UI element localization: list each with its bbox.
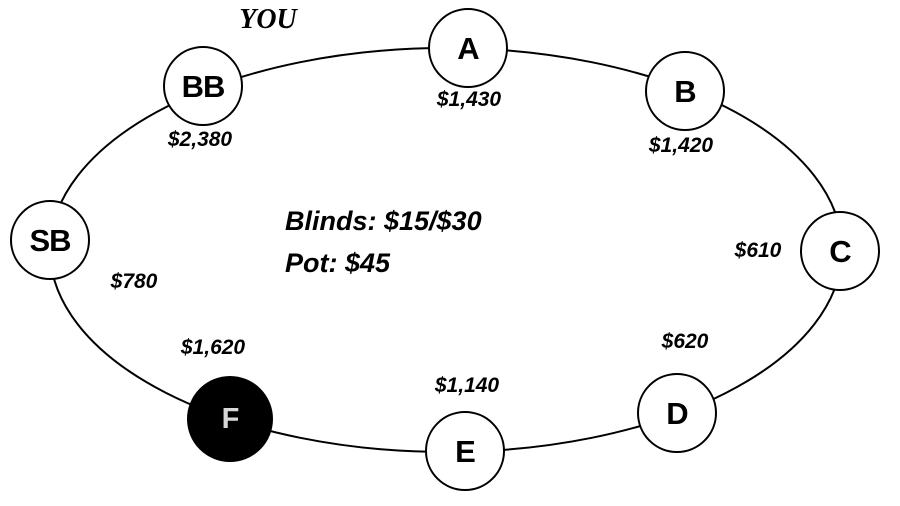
seat-e: E — [425, 411, 505, 491]
seat-c-label: C — [829, 233, 851, 269]
seat-b: B — [645, 51, 725, 131]
seat-a-stack: $1,430 — [436, 88, 502, 111]
you-label: YOU — [239, 4, 297, 35]
seat-sb-stack: $780 — [110, 270, 158, 293]
seat-f-label: F — [221, 402, 240, 435]
seat-b-stack: $1,420 — [648, 134, 714, 157]
blinds-text: Blinds: $15/$30 — [285, 206, 482, 236]
table-center-info: Blinds: $15/$30 Pot: $45 — [285, 200, 482, 284]
seat-bb-label: BB — [181, 68, 226, 104]
seat-bb: BB — [163, 46, 243, 126]
seat-a: A — [428, 8, 508, 88]
seat-d: D — [637, 373, 717, 453]
seat-c-stack: $610 — [734, 239, 782, 262]
seat-b-label: B — [674, 73, 696, 109]
seat-d-label: D — [666, 395, 688, 431]
seat-f: F — [187, 376, 273, 462]
seat-f-stack: $1,620 — [180, 336, 246, 359]
seat-sb-label: SB — [29, 222, 71, 258]
seat-e-label: E — [455, 433, 476, 469]
seat-sb: SB — [10, 200, 90, 280]
seat-bb-stack: $2,380 — [167, 128, 233, 151]
seat-c: C — [800, 211, 880, 291]
seat-a-label: A — [457, 30, 479, 66]
pot-text: Pot: $45 — [285, 248, 391, 278]
seat-e-stack: $1,140 — [434, 374, 500, 397]
seat-d-stack: $620 — [661, 330, 709, 353]
